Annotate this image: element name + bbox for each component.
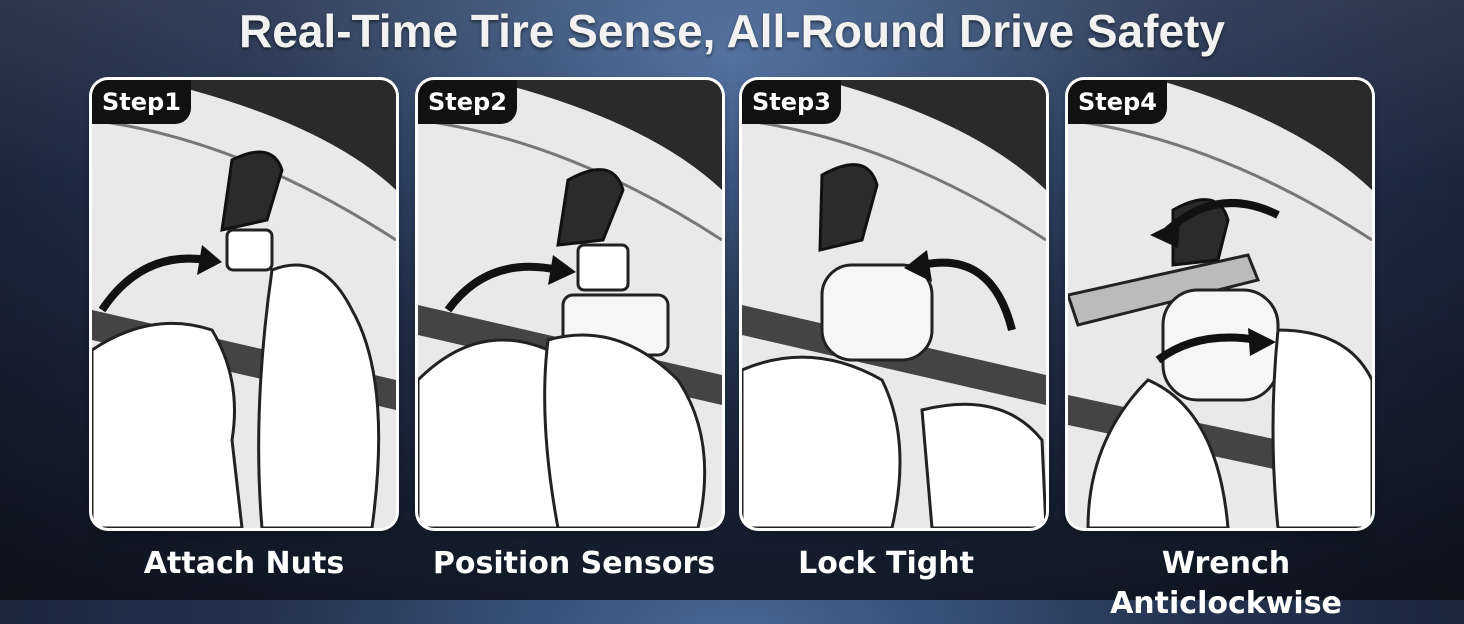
step-badge: Step1 <box>92 80 191 124</box>
caption-step2: Position Sensors <box>432 546 716 581</box>
step-badge: Step4 <box>1068 80 1167 124</box>
caption-step4: Wrench Anticlockwise <box>1110 546 1342 621</box>
page-title: Real-Time Tire Sense, All-Round Drive Sa… <box>239 5 1225 57</box>
step2-illustration <box>418 80 722 528</box>
caption-step1: Attach Nuts <box>143 546 345 581</box>
step4-illustration <box>1068 80 1372 528</box>
step1-illustration <box>92 80 396 528</box>
step-badge: Step2 <box>418 80 517 124</box>
step-card-2: Step2 <box>418 80 722 528</box>
step-badge: Step3 <box>742 80 841 124</box>
step-card-4: Step4 <box>1068 80 1372 528</box>
step3-illustration <box>742 80 1046 528</box>
step-card-3: Step3 <box>742 80 1046 528</box>
caption-step3: Lock Tight <box>798 546 974 581</box>
step-card-1: Step1 <box>92 80 396 528</box>
